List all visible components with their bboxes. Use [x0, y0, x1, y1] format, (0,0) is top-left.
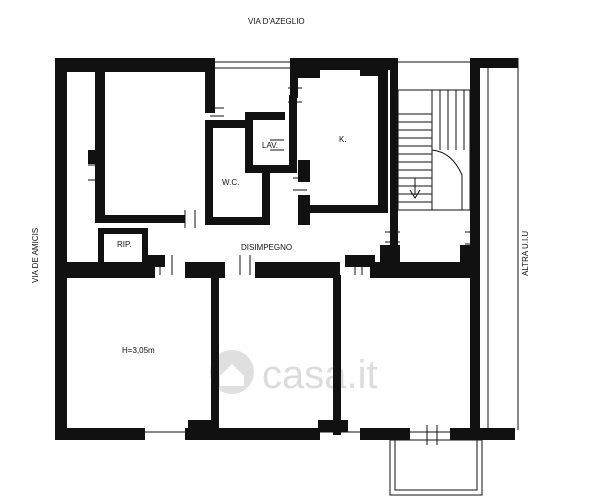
room-rip-label: RIP. [117, 240, 132, 249]
staircase-icon [397, 89, 471, 211]
room-height-label: H=3,05m [122, 346, 155, 355]
balcony [389, 439, 483, 496]
interior-walls [55, 58, 480, 435]
watermark: casa.it [210, 350, 378, 397]
door-marks [88, 87, 480, 445]
room-wc-label: W.C. [222, 178, 239, 187]
room-corridor-label: DISIMPEGNO [241, 243, 292, 252]
street-top-label: VIA D'AZEGLIO [248, 17, 305, 26]
street-right-label: ALTRA U.I.U [521, 231, 530, 276]
exterior-walls [55, 58, 518, 440]
room-kitchen-label: K. [339, 135, 347, 144]
street-left-label: VIA DE AMICIS [31, 228, 40, 283]
watermark-text: casa.it [262, 353, 378, 397]
house-logo-icon [210, 350, 254, 394]
room-lav-label: LAV. [262, 141, 278, 150]
